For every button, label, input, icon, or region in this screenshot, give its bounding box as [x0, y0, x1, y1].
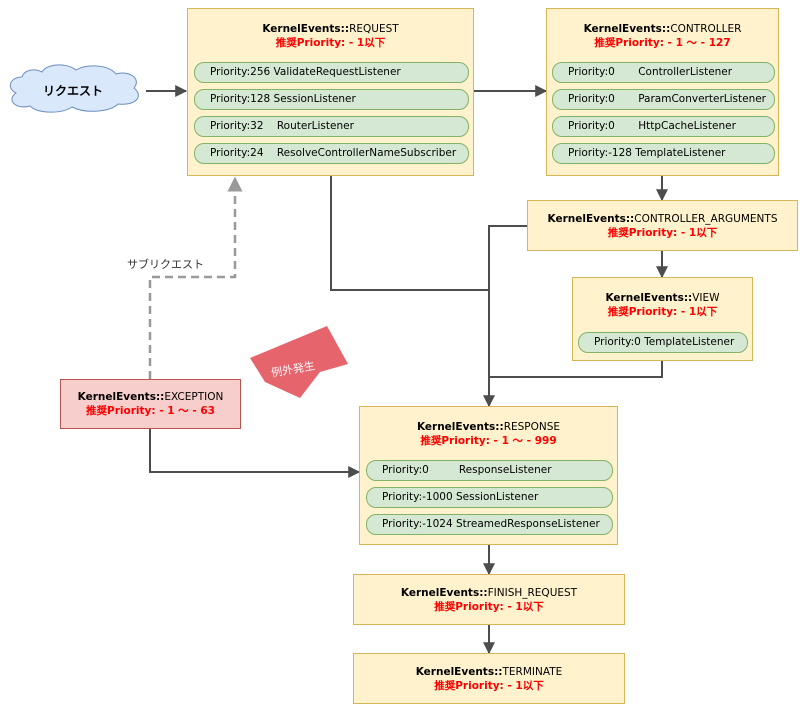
request-listener-item: Priority:24 ResolveControllerNameSubscri… — [194, 143, 469, 164]
controller-listener-item: Priority:-128 TemplateListener — [552, 143, 775, 164]
terminate-event-box: KernelEvents::TERMINATE 推奨Priority: - 1以… — [353, 653, 625, 704]
exception-recommended-priority: 推奨Priority: - 1 ～ - 63 — [86, 405, 215, 417]
view-event-box: KernelEvents::VIEW 推奨Priority: - 1以下 Pri… — [572, 277, 753, 361]
request-listener-item: Priority:128 SessionListener — [194, 89, 469, 110]
controller-arguments-recommended-priority: 推奨Priority: - 1以下 — [607, 227, 718, 239]
view-recommended-priority: 推奨Priority: - 1以下 — [607, 306, 718, 318]
edge-subrequest — [148, 176, 243, 379]
request-cloud-label: リクエスト — [43, 84, 104, 98]
subrequest-label: サブリクエスト — [127, 258, 204, 271]
response-listener-item: Priority:-1024 StreamedResponseListener — [366, 514, 613, 535]
finish-request-recommended-priority: 推奨Priority: - 1以下 — [434, 601, 544, 613]
view-event-title: KernelEvents::VIEW — [605, 292, 720, 304]
view-listener-item: Priority:0 TemplateListener — [578, 332, 748, 353]
exception-event-box: KernelEvents::EXCEPTION 推奨Priority: - 1 … — [60, 379, 241, 429]
request-listener-item: Priority:256 ValidateRequestListener — [194, 62, 469, 83]
request-listener-item: Priority:32 RouterListener — [194, 116, 469, 137]
controller-recommended-priority: 推奨Priority: - 1 ～ - 127 — [594, 37, 731, 49]
controller-arguments-event-box: KernelEvents::CONTROLLER_ARGUMENTS 推奨Pri… — [527, 200, 798, 251]
finish-request-event-title: KernelEvents::FINISH_REQUEST — [400, 587, 578, 599]
response-listener-item: Priority:0 ResponseListener — [366, 460, 613, 481]
response-listener-item: Priority:-1000 SessionListener — [366, 487, 613, 508]
controller-listener-item: Priority:0 ParamConverterListener — [552, 89, 775, 110]
request-recommended-priority: 推奨Priority: - 1以下 — [275, 37, 386, 49]
request-cloud-shape — [9, 64, 139, 113]
terminate-event-title: KernelEvents::TERMINATE — [415, 666, 563, 678]
request-event-title: KernelEvents::REQUEST — [262, 23, 399, 35]
edge-view-response — [489, 361, 663, 378]
finish-request-event-box: KernelEvents::FINISH_REQUEST 推奨Priority:… — [353, 574, 625, 625]
edge-exception-response — [149, 429, 361, 478]
response-recommended-priority: 推奨Priority: - 1 ～ - 999 — [420, 435, 557, 447]
controller-event-title: KernelEvents::CONTROLLER — [583, 23, 742, 35]
response-event-title: KernelEvents::RESPONSE — [416, 421, 561, 433]
controller-listener-item: Priority:0 HttpCacheListener — [552, 116, 775, 137]
controller-listener-item: Priority:0 ControllerListener — [552, 62, 775, 83]
controller-event-box: KernelEvents::CONTROLLER 推奨Priority: - 1… — [546, 8, 779, 176]
controller-arguments-event-title: KernelEvents::CONTROLLER_ARGUMENTS — [547, 213, 778, 225]
edge-request-response — [330, 176, 495, 408]
terminate-recommended-priority: 推奨Priority: - 1以下 — [434, 680, 544, 692]
response-event-box: KernelEvents::RESPONSE 推奨Priority: - 1 ～… — [359, 406, 618, 545]
request-event-box: KernelEvents::REQUEST 推奨Priority: - 1以下 … — [187, 8, 474, 176]
exception-callout-shape — [250, 326, 348, 398]
exception-event-title: KernelEvents::EXCEPTION — [77, 391, 224, 403]
edge-arguments-response — [488, 225, 527, 300]
